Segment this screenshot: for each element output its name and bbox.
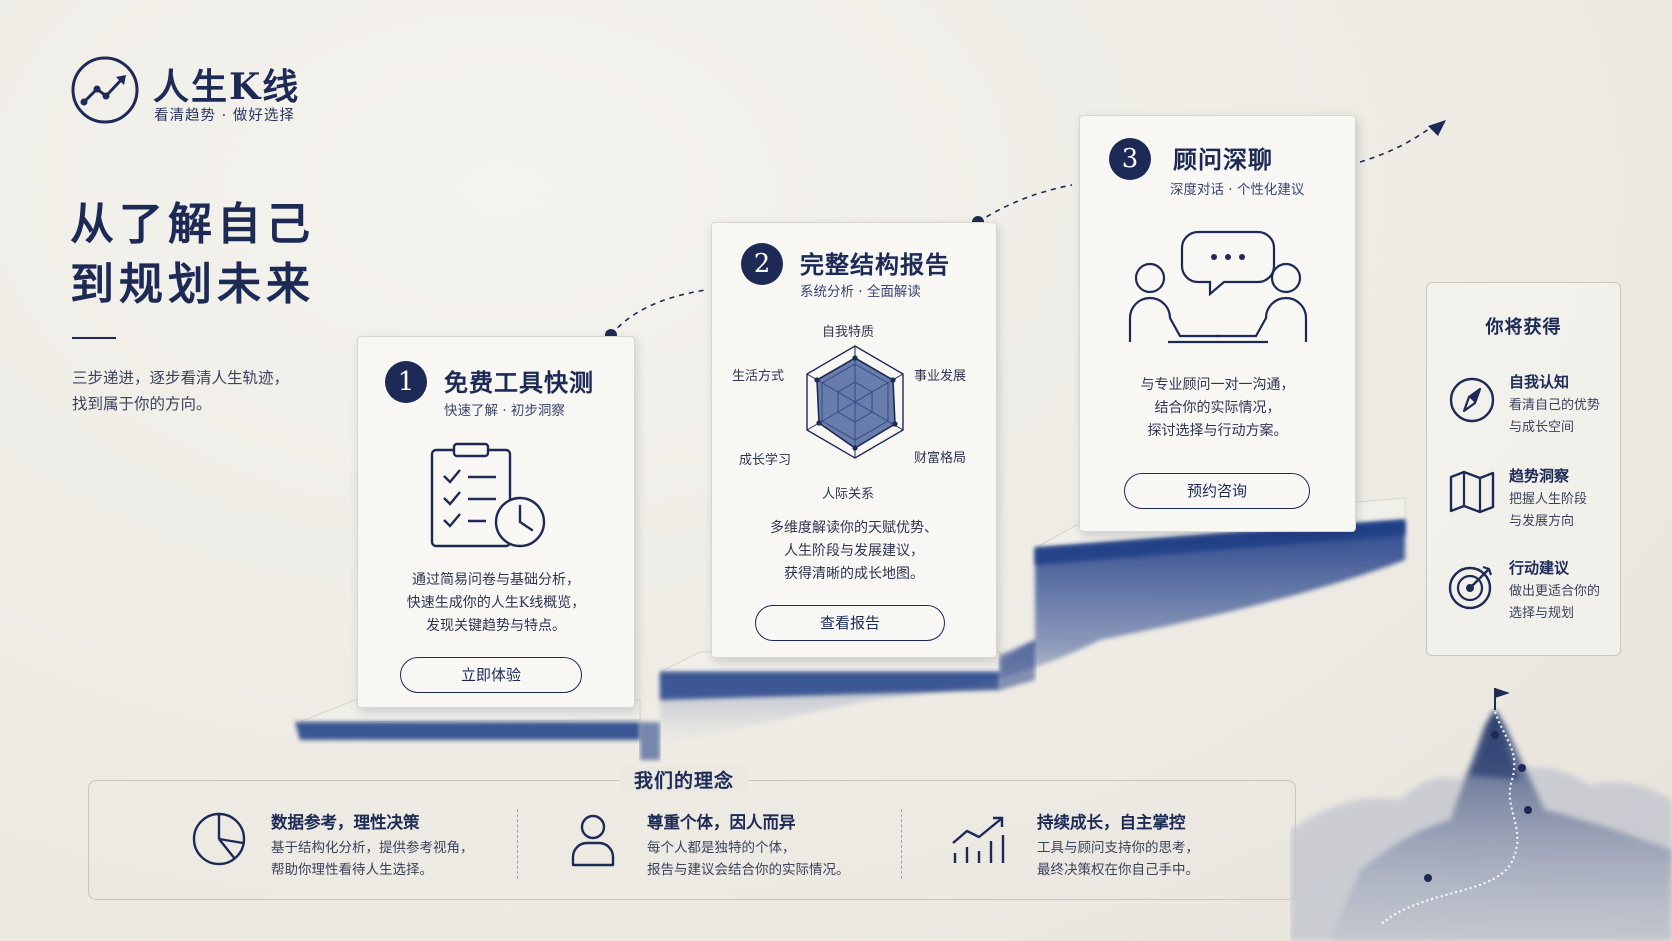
- philosophy-panel: 数据参考，理性决策 基于结构化分析，提供参考视角， 帮助你理性看待人生选择。 尊…: [88, 780, 1296, 900]
- radar-label: 财富格局: [914, 451, 967, 466]
- radar-label: 生活方式: [732, 369, 785, 384]
- desc-line: 做出更适合你的: [1509, 584, 1601, 599]
- pie-chart-icon: [192, 812, 246, 866]
- try-now-button[interactable]: 立即体验: [400, 657, 582, 693]
- desc-line: 发现关键趋势与特点。: [426, 618, 566, 634]
- benefit-desc: 做出更适合你的 选择与规划: [1509, 581, 1619, 625]
- radar-label: 成长学习: [739, 453, 792, 468]
- desc-line: 通过简易问卷与基础分析，: [412, 572, 580, 588]
- benefit-title: 趋势洞察: [1509, 467, 1570, 485]
- target-icon: [1448, 565, 1493, 610]
- desc-line: 人生阶段与发展建议，: [784, 543, 924, 559]
- trend-logo-icon: [71, 56, 139, 124]
- intro-line-1: 三步递进，逐步看清人生轨迹，: [72, 369, 290, 387]
- step-number-badge: 2: [741, 243, 783, 285]
- step-card-3: 3 顾问深聊 深度对话 · 个性化建议 与专业顾问一对一沟通， 结合你的实际情况…: [1079, 115, 1356, 532]
- desc-line: 每个人都是独特的个体，: [647, 840, 796, 856]
- step-subtitle: 系统分析 · 全面解读: [800, 284, 921, 300]
- desc-line: 与发展方向: [1509, 514, 1575, 529]
- headline-line-1: 从了解自己: [70, 199, 315, 250]
- growth-chart-icon: [952, 816, 1005, 863]
- brand-name: 人生K线: [153, 66, 301, 108]
- ink-mountain-illustration: [1290, 688, 1672, 941]
- step-number-badge: 3: [1109, 138, 1151, 180]
- step-card-1: 1 免费工具快测 快速了解 · 初步洞察 通过简易问卷与基础分析， 快速生成你的…: [357, 336, 635, 708]
- brand-tagline: 看清趋势 · 做好选择: [154, 108, 295, 124]
- step-card-2: 2 完整结构报告 系统分析 · 全面解读 自我特质 事业发展 财富格局 人际关系…: [711, 222, 997, 658]
- dashed-divider: [517, 809, 518, 879]
- desc-line: 看清自己的优势: [1509, 398, 1601, 413]
- desc-line: 结合你的实际情况，: [1154, 400, 1281, 416]
- desc-line: 最终决策权在你自己手中。: [1037, 862, 1199, 878]
- benefit-title: 自我认知: [1509, 373, 1570, 391]
- philosophy-desc: 每个人都是独特的个体， 报告与建议会结合你的实际情况。: [647, 837, 850, 881]
- hero-intro: 三步递进，逐步看清人生轨迹， 找到属于你的方向。: [72, 365, 332, 417]
- benefits-panel: 你将获得 自我认知 看清自己的优势 与成长空间 趋势洞察 把握人生阶段 与发展方…: [1426, 282, 1621, 656]
- headline-line-2: 到规划未来: [70, 259, 315, 310]
- philosophy-desc: 工具与顾问支持你的思考， 最终决策权在你自己手中。: [1037, 837, 1199, 881]
- philosophy-title: 尊重个体，因人而异: [647, 813, 796, 832]
- desc-line: 把握人生阶段: [1509, 492, 1588, 507]
- person-icon: [571, 814, 615, 867]
- book-consultation-button[interactable]: 预约咨询: [1124, 473, 1310, 509]
- step-description: 通过简易问卷与基础分析， 快速生成你的人生K线概览， 发现关键趋势与特点。: [358, 569, 634, 638]
- philosophy-title: 持续成长，自主掌控: [1037, 813, 1186, 832]
- desc-line: 多维度解读你的天赋优势、: [770, 520, 938, 536]
- desc-line: 基于结构化分析，提供参考视角，: [271, 840, 474, 856]
- radar-label: 事业发展: [914, 369, 967, 384]
- benefit-title: 行动建议: [1509, 559, 1570, 577]
- desc-line: 与成长空间: [1509, 420, 1575, 435]
- step-number-badge: 1: [385, 361, 427, 403]
- radar-label: 自我特质: [822, 325, 875, 340]
- desc-line: 帮助你理性看待人生选择。: [271, 862, 433, 878]
- view-report-button[interactable]: 查看报告: [755, 605, 945, 641]
- desc-line: 快速生成你的人生K线概览，: [406, 595, 586, 611]
- desc-line: 工具与顾问支持你的思考，: [1037, 840, 1199, 856]
- intro-line-2: 找到属于你的方向。: [72, 395, 212, 413]
- desc-line: 与专业顾问一对一沟通，: [1140, 377, 1295, 393]
- compass-icon: [1449, 377, 1495, 423]
- step-description: 多维度解读你的天赋优势、 人生阶段与发展建议， 获得清晰的成长地图。: [712, 517, 996, 586]
- step-description: 与专业顾问一对一沟通， 结合你的实际情况， 探讨选择与行动方案。: [1080, 374, 1355, 443]
- benefit-desc: 把握人生阶段 与发展方向: [1509, 489, 1619, 533]
- desc-line: 报告与建议会结合你的实际情况。: [647, 862, 850, 878]
- benefit-desc: 看清自己的优势 与成长空间: [1509, 395, 1619, 439]
- hero-headline: 从了解自己 到规划未来: [70, 195, 315, 315]
- map-icon: [1449, 470, 1495, 514]
- philosophy-title: 数据参考，理性决策: [271, 813, 420, 832]
- step-subtitle: 快速了解 · 初步洞察: [444, 403, 565, 419]
- dashed-divider: [901, 809, 902, 879]
- step-title: 完整结构报告: [800, 250, 950, 279]
- step-subtitle: 深度对话 · 个性化建议: [1170, 182, 1305, 198]
- desc-line: 选择与规划: [1509, 606, 1575, 621]
- philosophy-desc: 基于结构化分析，提供参考视角， 帮助你理性看待人生选择。: [271, 837, 474, 881]
- step-title: 免费工具快测: [444, 368, 594, 397]
- step-title: 顾问深聊: [1173, 145, 1273, 174]
- headline-divider: [72, 337, 116, 339]
- philosophy-heading: 我们的理念: [620, 766, 749, 793]
- desc-line: 获得清晰的成长地图。: [784, 566, 924, 582]
- benefits-title: 你将获得: [1485, 317, 1562, 338]
- clipboard-clock-icon: [430, 442, 546, 548]
- radar-chart-icon: [806, 345, 904, 459]
- radar-label: 人际关系: [822, 487, 875, 502]
- desc-line: 探讨选择与行动方案。: [1147, 423, 1288, 439]
- consultation-icon: [1128, 230, 1308, 344]
